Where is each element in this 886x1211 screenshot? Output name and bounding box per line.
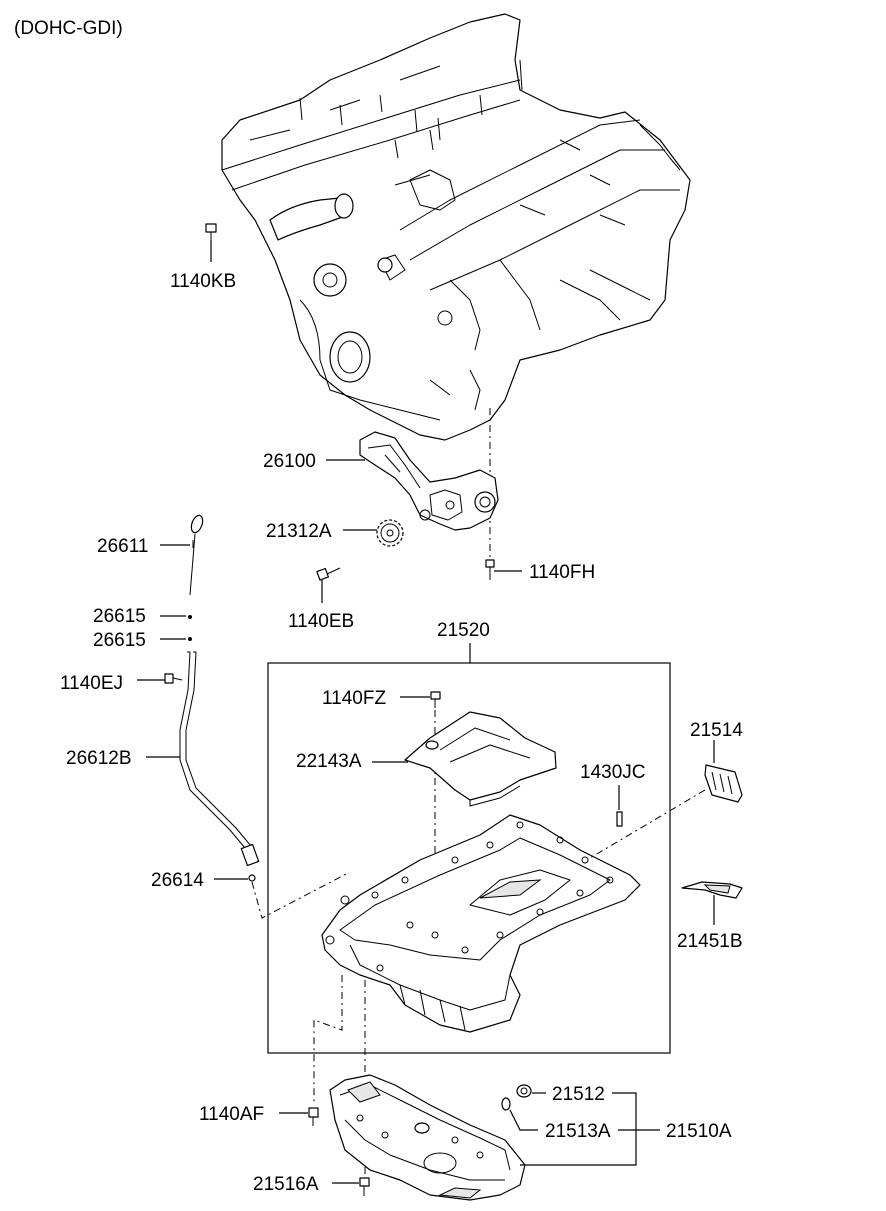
bolt-21516A-icon xyxy=(359,1177,370,1196)
label-1140FZ: 1140FZ xyxy=(322,688,386,709)
pin-1430JC-icon xyxy=(616,811,623,827)
bolt-1140AF-icon xyxy=(308,1107,319,1126)
variant-label: (DOHC-GDI) xyxy=(14,18,123,39)
label-26100: 26100 xyxy=(263,451,316,472)
label-21312A: 21312A xyxy=(266,521,332,542)
gasket-21513A-icon xyxy=(501,1097,511,1111)
label-21516A: 21516A xyxy=(253,1174,319,1195)
label-1430JC: 1430JC xyxy=(580,762,646,783)
baffle-22143A-illustration xyxy=(404,711,557,807)
bolt-1140EB-icon xyxy=(316,567,341,581)
label-21513A: 21513A xyxy=(545,1121,611,1142)
oring-26615-icon xyxy=(188,615,192,619)
oring-26615-lower-icon xyxy=(188,637,192,641)
label-26611: 26611 xyxy=(97,536,148,557)
oil-pump-26100-illustration xyxy=(359,431,499,531)
lower-oil-pan-21510A-illustration xyxy=(329,1074,526,1201)
sprocket-21312A-icon xyxy=(376,519,404,547)
bolt-1140FZ-icon xyxy=(430,691,441,708)
label-1140EB: 1140EB xyxy=(288,611,354,632)
engine-block-illustration xyxy=(221,13,691,441)
label-21451B: 21451B xyxy=(677,931,743,952)
label-22143A: 22143A xyxy=(296,751,362,772)
label-21510A: 21510A xyxy=(666,1121,732,1142)
label-26615-top: 26615 xyxy=(93,606,146,627)
assembly-box-21520 xyxy=(267,662,671,1054)
bracket-21451B-icon xyxy=(681,881,743,899)
label-1140EJ: 1140EJ xyxy=(60,673,123,694)
guide-tube-26612B-icon xyxy=(179,651,260,867)
label-1140FH: 1140FH xyxy=(529,562,595,583)
label-26614: 26614 xyxy=(151,870,204,891)
cover-21514-icon xyxy=(704,764,743,803)
upper-oil-pan-21520-illustration xyxy=(321,814,641,1033)
dipstick-26611-icon xyxy=(189,514,204,596)
label-1140KB: 1140KB xyxy=(170,271,236,292)
label-21512: 21512 xyxy=(552,1084,605,1105)
label-26615-bottom: 26615 xyxy=(93,630,146,651)
label-21520: 21520 xyxy=(437,620,490,641)
label-26612B: 26612B xyxy=(66,748,132,769)
oring-26614-icon xyxy=(248,874,256,882)
bolt-1140FH-icon xyxy=(485,559,495,580)
bolt-1140EJ-icon xyxy=(164,673,183,684)
drain-plug-21512-icon xyxy=(516,1084,532,1098)
label-21514: 21514 xyxy=(690,720,743,741)
label-1140AF: 1140AF xyxy=(199,1104,264,1125)
bolt-1140KB-icon xyxy=(205,223,217,240)
